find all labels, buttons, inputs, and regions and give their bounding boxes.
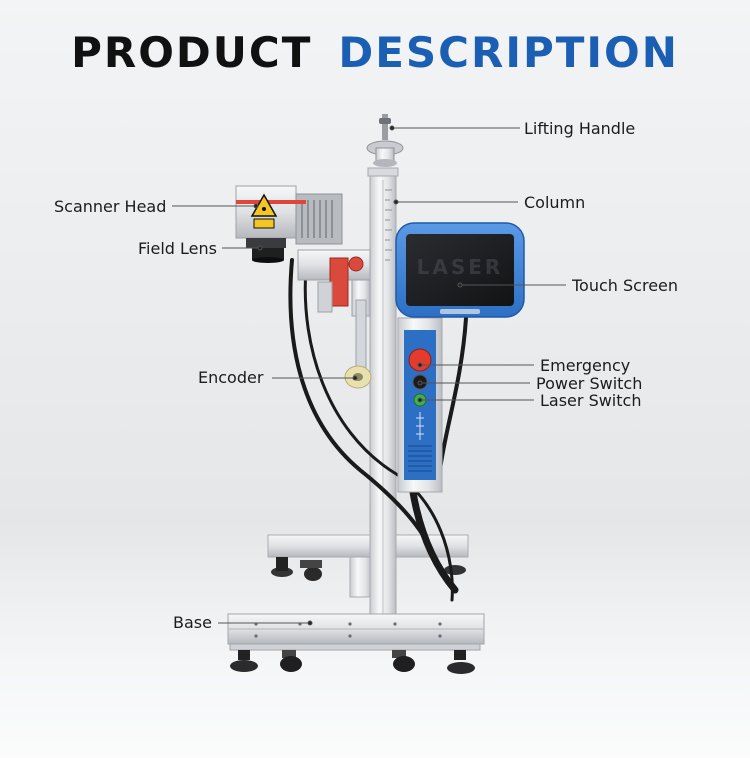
base-back-rail	[267, 534, 469, 598]
title-word-description: DESCRIPTION	[338, 28, 679, 77]
label-touch-screen: Touch Screen	[572, 276, 679, 295]
label-scanner-head: Scanner Head	[54, 197, 167, 216]
label-power-switch: Power Switch	[536, 374, 643, 393]
screen-watermark: LASER	[417, 255, 504, 279]
callout-lines	[172, 125, 566, 626]
label-encoder: Encoder	[198, 368, 264, 387]
base-front-rail	[227, 613, 485, 674]
label-lifting-handle: Lifting Handle	[524, 119, 636, 138]
page-title: PRODUCT DESCRIPTION	[0, 28, 750, 77]
label-emergency: Emergency	[540, 356, 631, 375]
touch-screen: LASER	[395, 222, 525, 318]
control-box	[397, 317, 443, 493]
column	[367, 167, 399, 629]
emergency-stop-button	[408, 348, 432, 372]
label-field-lens: Field Lens	[138, 239, 217, 258]
field-lens	[246, 238, 286, 263]
lifting-handle	[366, 114, 404, 167]
title-word-product: PRODUCT	[71, 28, 313, 77]
label-base: Base	[173, 613, 212, 632]
label-laser-switch: Laser Switch	[540, 391, 642, 410]
scanner-head	[235, 185, 343, 245]
label-column: Column	[524, 193, 586, 212]
mounting-arm	[297, 249, 371, 317]
encoder	[344, 299, 372, 389]
